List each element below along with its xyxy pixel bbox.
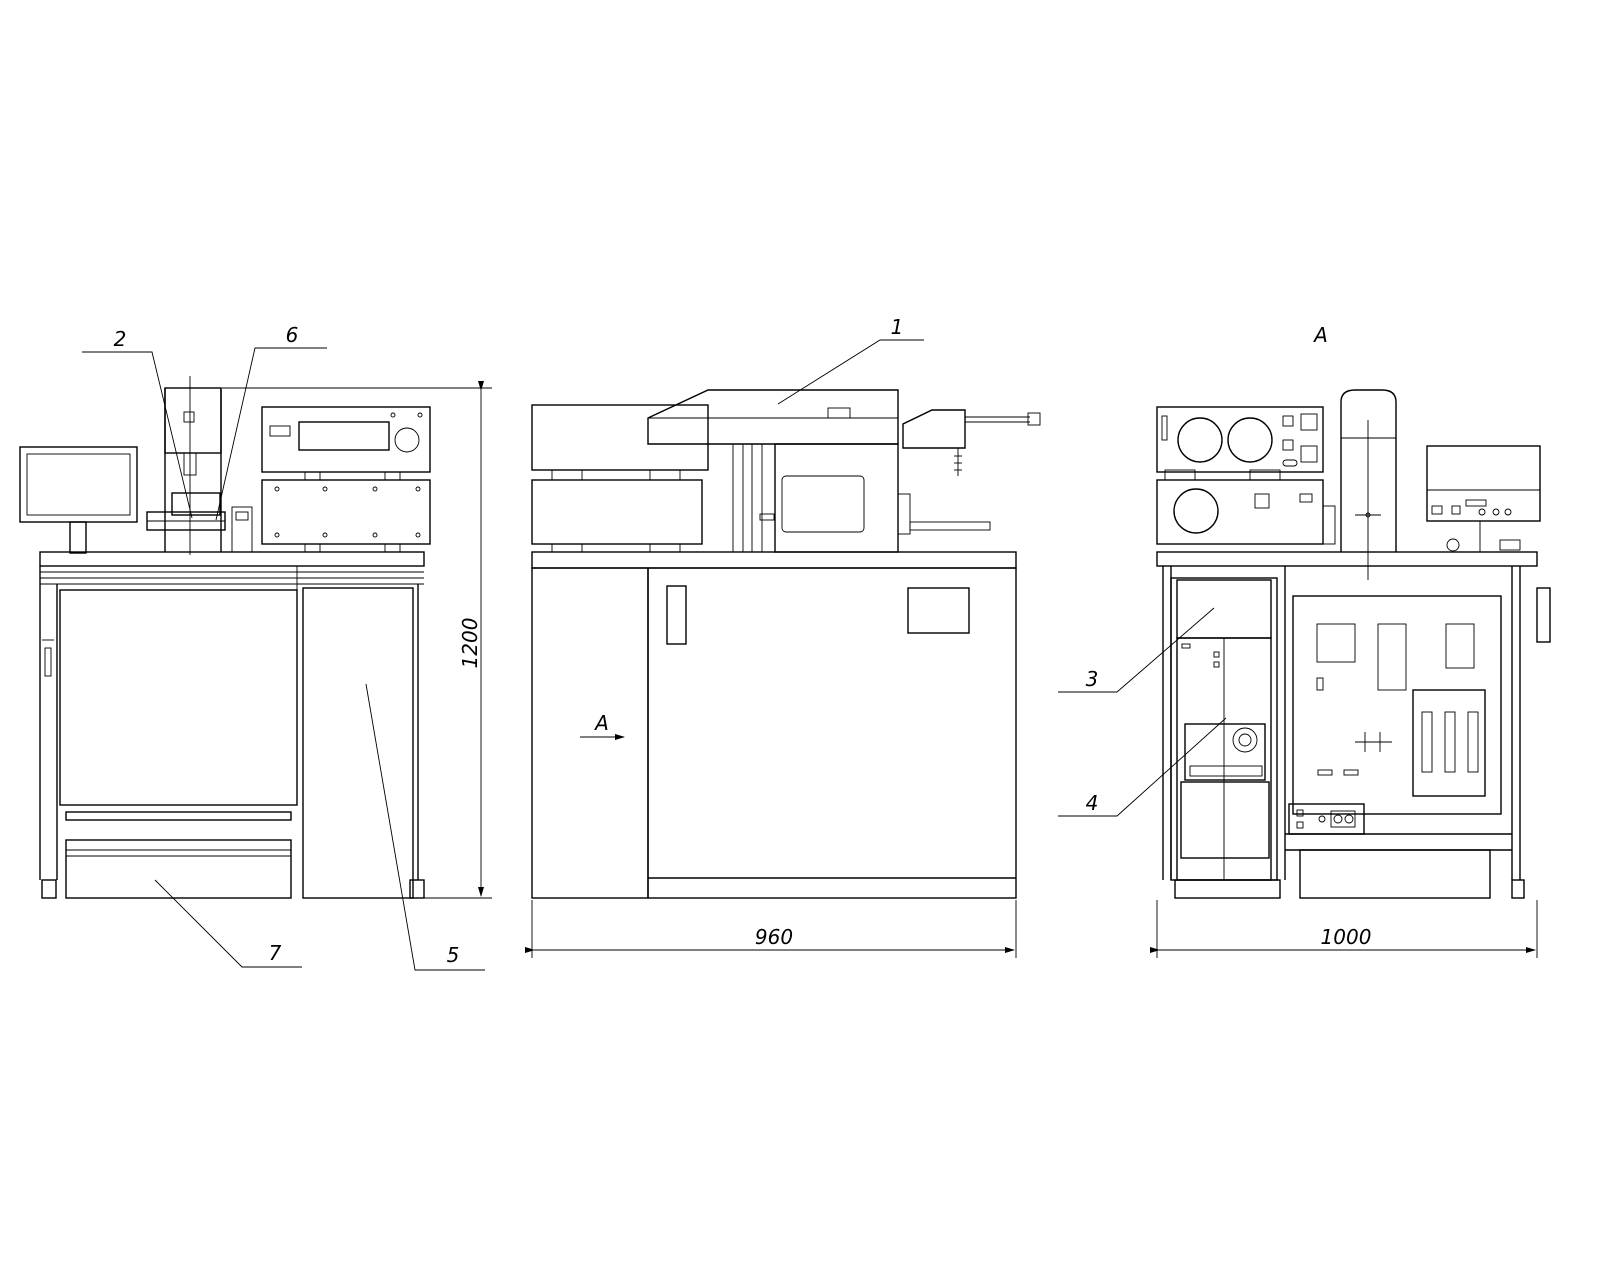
- callout-3: 3: [1086, 667, 1099, 691]
- callout-7: 7: [269, 941, 282, 965]
- left-view: [19, 347, 492, 971]
- vertical-unit: [146, 376, 253, 555]
- table-left: [39, 551, 425, 899]
- height-dimension: [222, 381, 492, 899]
- leader-3: [1058, 607, 1215, 693]
- leader-5: [365, 683, 485, 971]
- front-view: [525, 339, 1041, 958]
- callout-5: 5: [447, 943, 460, 967]
- callout-2: 2: [114, 327, 127, 351]
- view-arrow-label: А: [593, 711, 609, 735]
- leader-4: [1058, 717, 1227, 817]
- side-view: [1058, 389, 1551, 958]
- callout-6: 6: [286, 323, 299, 347]
- callout-1: 1: [891, 315, 904, 339]
- instrument-boxes: [261, 406, 431, 553]
- dimension-width-front: 960: [755, 925, 793, 949]
- side-table: [1156, 551, 1551, 899]
- front-width-dimension: [525, 900, 1017, 958]
- left-stack: [531, 404, 709, 553]
- leader-1: [777, 339, 924, 405]
- main-unit-1: [647, 389, 1041, 553]
- dimension-height: 1200: [458, 618, 482, 669]
- dimension-width-side: 1000: [1321, 925, 1372, 949]
- leader-2: [82, 351, 193, 519]
- leader-7: [154, 879, 302, 968]
- monitor: [19, 446, 138, 554]
- side-width-dimension: [1150, 900, 1538, 958]
- leader-6: [215, 347, 327, 521]
- side-view-label: А: [1312, 323, 1328, 347]
- side-controller: [1426, 445, 1541, 552]
- side-stack: [1156, 406, 1336, 545]
- side-column: [1340, 389, 1397, 580]
- front-cabinet: [531, 551, 1017, 899]
- callout-4: 4: [1086, 791, 1099, 815]
